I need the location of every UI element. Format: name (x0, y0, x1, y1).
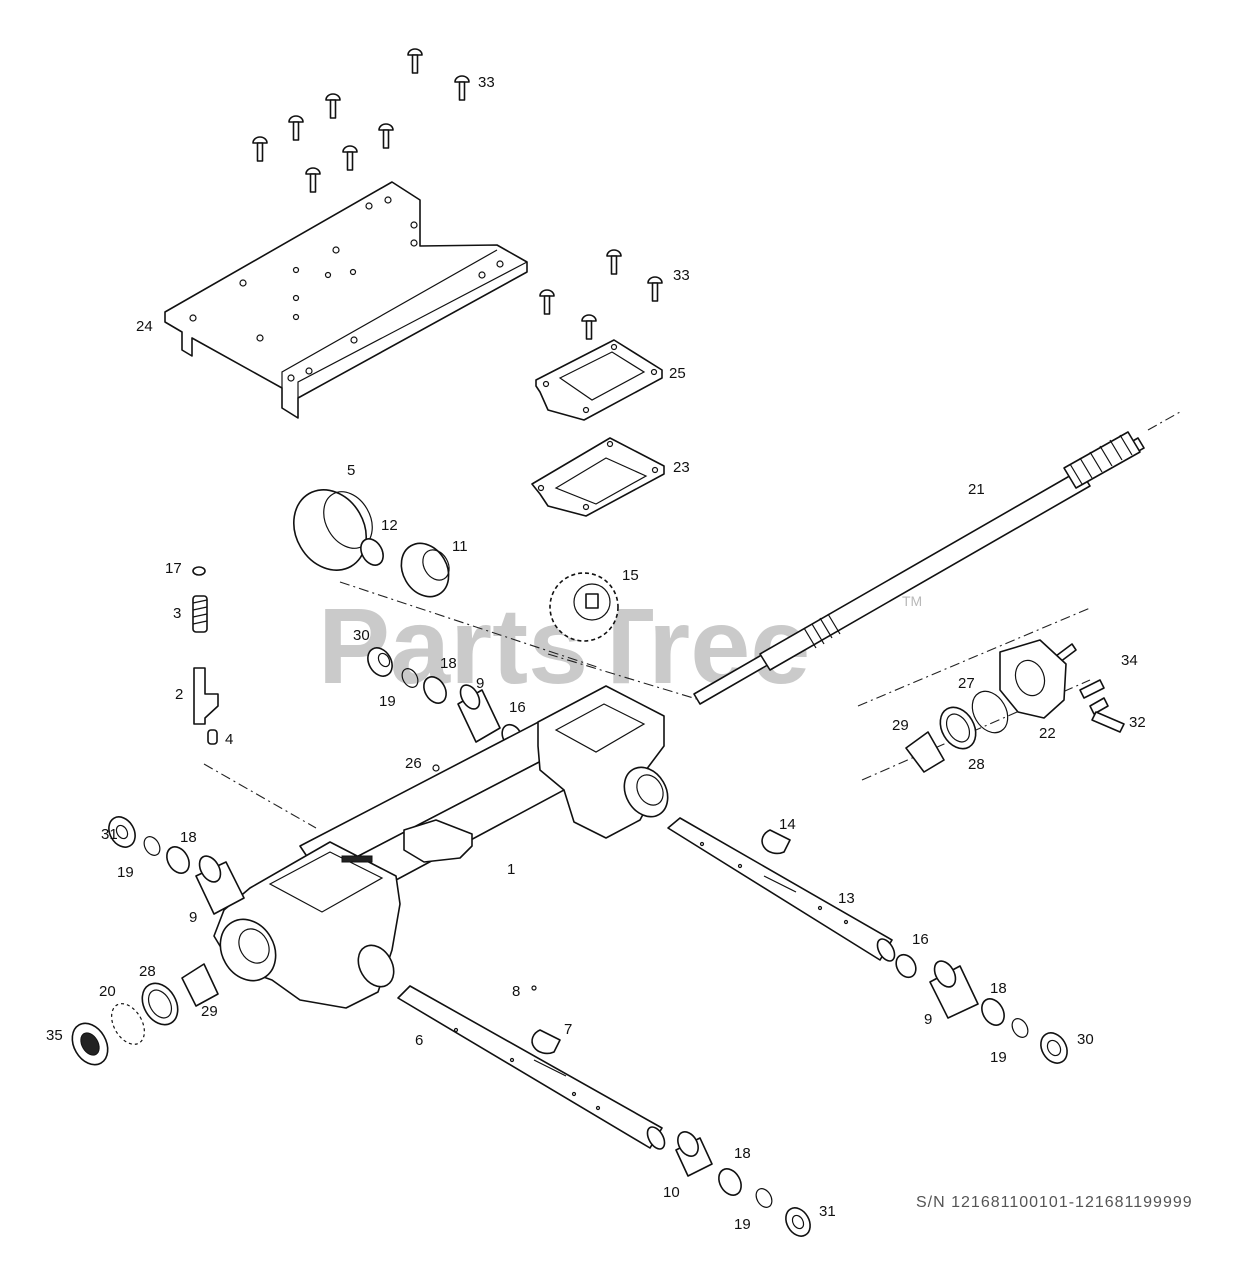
callout-15: 15 (622, 567, 639, 584)
bushing-left (195, 855, 245, 915)
callout-7: 7 (564, 1021, 572, 1038)
snap-ring-left (143, 836, 161, 856)
callout-27: 27 (958, 675, 975, 692)
callout-31: 31 (101, 826, 118, 843)
bearing-lower-right (1040, 1032, 1068, 1064)
callout-16: 16 (912, 931, 929, 948)
callout-10: 10 (663, 1184, 680, 1201)
output-shaft-upper (667, 817, 896, 962)
woodruff-key-upper (761, 829, 791, 855)
screw-group-top (252, 48, 470, 193)
gear-hub (400, 542, 450, 598)
bearing-upper (367, 647, 393, 677)
bushing-upper (457, 684, 501, 743)
washer-right (981, 998, 1005, 1026)
callout-26: 26 (405, 755, 422, 772)
bushing (360, 538, 384, 566)
bearing-right (939, 706, 977, 750)
spacer-right (895, 953, 917, 979)
bushing-right (929, 960, 979, 1019)
callout-18: 18 (990, 980, 1007, 997)
retainer-cap (999, 639, 1067, 719)
callout-25: 25 (669, 365, 686, 382)
callout-23: 23 (673, 459, 690, 476)
callout-30: 30 (353, 627, 370, 644)
callout-29: 29 (892, 717, 909, 734)
shift-rod (193, 667, 219, 725)
callout-1: 1 (507, 861, 515, 878)
callout-19: 19 (117, 864, 134, 881)
callout-21: 21 (968, 481, 985, 498)
callout-12: 12 (381, 517, 398, 534)
serial-number-range: S/N 121681100101-121681199999 (916, 1194, 1193, 1211)
screw-group-cover (539, 249, 663, 340)
snap-ring-bottom (755, 1188, 773, 1208)
callout-20: 20 (99, 983, 116, 1000)
washer-bottom (718, 1168, 742, 1196)
callout-5: 5 (347, 462, 355, 479)
callout-9: 9 (189, 909, 197, 926)
callout-31: 31 (819, 1203, 836, 1220)
callout-18: 18 (440, 655, 457, 672)
cover-plate (535, 339, 663, 421)
pin (1091, 711, 1125, 733)
o-ring (971, 690, 1009, 734)
snap-ring-right (1011, 1018, 1029, 1038)
callout-24: 24 (136, 318, 153, 335)
callout-2: 2 (175, 686, 183, 703)
callout-11: 11 (452, 538, 468, 555)
callout-32: 32 (1129, 714, 1146, 731)
watermark-trademark: TM (902, 593, 922, 609)
spring (192, 595, 208, 633)
collar (675, 1131, 713, 1177)
callout-6: 6 (415, 1032, 423, 1049)
callout-22: 22 (1039, 725, 1056, 742)
gear-spur (549, 572, 619, 642)
callout-28: 28 (968, 756, 985, 773)
cone-left (181, 963, 219, 1007)
callout-9: 9 (924, 1011, 932, 1028)
woodruff-key-lower (531, 1029, 561, 1055)
washer-left-top (108, 816, 136, 848)
cone-right (905, 731, 945, 773)
callout-16: 16 (509, 699, 526, 716)
callout-17: 17 (165, 560, 182, 577)
callout-14: 14 (779, 816, 796, 833)
callout-28: 28 (139, 963, 156, 980)
ball-small (531, 985, 537, 991)
callout-33: 33 (673, 267, 690, 284)
callout-34: 34 (1121, 652, 1138, 669)
washer-bottom-end (785, 1207, 811, 1237)
callout-18: 18 (180, 829, 197, 846)
transaxle-housing (213, 685, 669, 1009)
callout-33: 33 (478, 74, 495, 91)
gear-large (293, 489, 373, 571)
callout-8: 8 (512, 983, 520, 1000)
callout-30: 30 (1077, 1031, 1094, 1048)
key-pin (207, 729, 218, 745)
worm-shaft (693, 411, 1181, 705)
callout-9: 9 (476, 675, 484, 692)
callout-4: 4 (225, 731, 233, 748)
oil-seal (71, 1022, 109, 1066)
callout-labels: 33 33 24 25 23 21 5 12 11 17 3 15 30 18 … (46, 74, 1146, 1233)
callout-29: 29 (201, 1003, 218, 1020)
ball (192, 566, 206, 576)
thrust-ring (111, 1003, 145, 1045)
callout-19: 19 (734, 1216, 751, 1233)
gasket (531, 437, 665, 517)
callout-3: 3 (173, 605, 181, 622)
output-shaft-lower (397, 985, 666, 1150)
callout-35: 35 (46, 1027, 63, 1044)
callout-19: 19 (990, 1049, 1007, 1066)
bearing-lower-left (141, 982, 179, 1026)
snap-ring-upper (401, 668, 419, 688)
mounting-plate (164, 181, 528, 419)
washer-upper (423, 676, 447, 704)
washer-left (166, 846, 190, 874)
callout-18: 18 (734, 1145, 751, 1162)
callout-19: 19 (379, 693, 396, 710)
callout-13: 13 (838, 890, 855, 907)
